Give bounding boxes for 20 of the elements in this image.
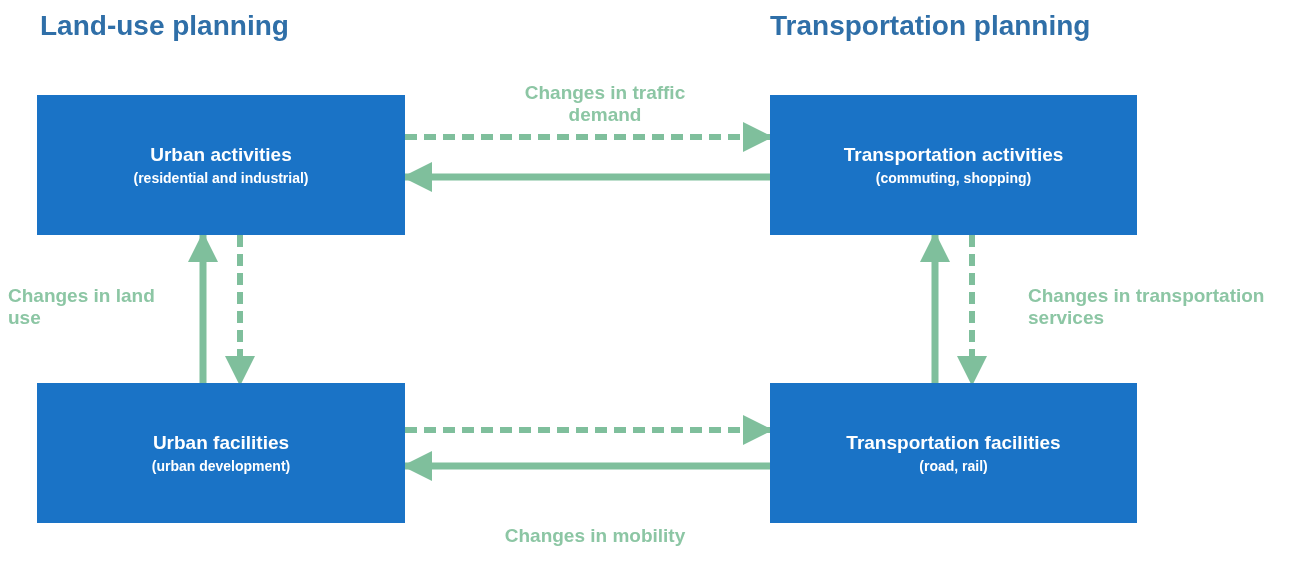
dashed-arrow (225, 235, 255, 386)
process-box (37, 95, 405, 235)
box-title: Transportation facilities (846, 432, 1061, 454)
box-subtitle: (commuting, shopping) (875, 170, 1032, 186)
column-heading: Land-use planning (40, 10, 289, 42)
box-title: Urban activities (150, 144, 292, 166)
edge-label: Changes in transportation services (1028, 285, 1266, 329)
edge-label: Changes in land use (8, 285, 156, 329)
box-subtitle: (road, rail) (919, 458, 988, 474)
edge-label: Changes in mobility (503, 525, 687, 547)
box-subtitle: (residential and industrial) (133, 170, 309, 186)
column-heading: Transportation planning (770, 10, 1091, 42)
box-title: Urban facilities (152, 432, 290, 454)
box-title: Transportation activities (843, 144, 1064, 166)
process-box (770, 383, 1137, 523)
edge-label: Changes in traffic demand (523, 82, 687, 126)
box-subtitle: (urban development) (151, 458, 291, 474)
dashed-arrow (957, 235, 987, 386)
process-box (770, 95, 1137, 235)
process-box (37, 383, 405, 523)
